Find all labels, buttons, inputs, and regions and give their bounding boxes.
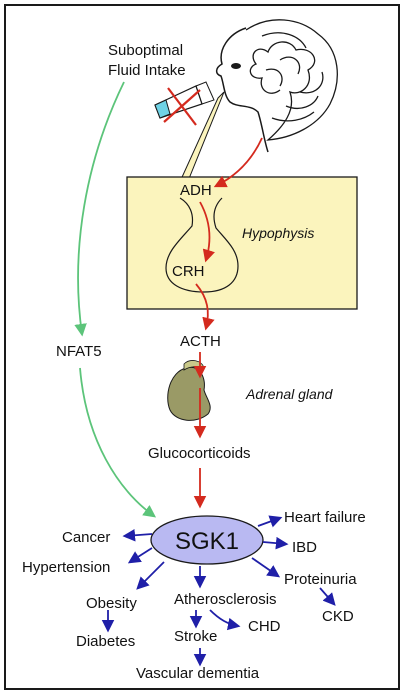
- arrow-nfat5-to-sgk1: [79, 367, 157, 518]
- outcome-proteinuria: Proteinuria: [284, 571, 357, 588]
- outcome-ibd: IBD: [292, 539, 317, 556]
- arrow-head-to-adh: [213, 137, 263, 188]
- glucocorticoids-label: Glucocorticoids: [148, 445, 251, 462]
- acth-label: ACTH: [180, 333, 221, 350]
- sgk1-node: [150, 515, 264, 565]
- nfat5-label: NFAT5: [56, 343, 102, 360]
- eye: [231, 63, 241, 69]
- arrow-sgk1-to-obesity: [136, 561, 165, 590]
- outcome-obesity: Obesity: [86, 595, 137, 612]
- pituitary-shape: [165, 197, 239, 293]
- crh-label: CRH: [172, 263, 205, 280]
- outcome-heart-failure: Heart failure: [284, 509, 366, 526]
- head-illustration: [177, 19, 338, 187]
- hypophysis-label: Hypophysis: [242, 225, 314, 241]
- adh-label: ADH: [180, 182, 212, 199]
- intake-label-line2: Fluid Intake: [108, 62, 186, 79]
- arrow-sgk1-to-proteinuria: [251, 557, 281, 578]
- intake-label-line1: Suboptimal: [108, 42, 183, 59]
- outer-frame: [4, 4, 400, 690]
- prohibition-cross-icon: [163, 87, 201, 126]
- arrow-sgk1-to-heart-failure: [257, 515, 283, 528]
- arrow-atherosclerosis-to-chd: [209, 609, 241, 631]
- arrow-proteinuria-to-ckd: [319, 587, 336, 606]
- sgk1-label: SGK1: [175, 528, 239, 555]
- outcome-atherosclerosis: Atherosclerosis: [174, 591, 277, 608]
- arrow-sgk1-to-cancer: [122, 528, 153, 542]
- outcome-hypertension: Hypertension: [22, 559, 110, 576]
- arrow-intake-to-nfat5: [74, 81, 125, 337]
- arrow-sgk1-to-hypertension: [127, 547, 153, 564]
- arrow-sgk1-to-ibd: [262, 536, 289, 550]
- hair-scribble: [245, 19, 338, 141]
- outcome-ckd: CKD: [322, 608, 354, 625]
- arrow-crh-to-acth: [195, 283, 215, 331]
- outcome-stroke: Stroke: [174, 628, 217, 645]
- arrow-adh-to-crh: [199, 201, 215, 263]
- adrenal-gland-label: Adrenal gland: [245, 386, 334, 402]
- outcome-chd: CHD: [248, 618, 281, 635]
- outcome-cancer: Cancer: [62, 529, 110, 546]
- outcome-vascular-dementia: Vascular dementia: [136, 665, 260, 682]
- head-outline: [215, 27, 269, 153]
- hypophysis-box: [126, 176, 358, 310]
- outcome-diabetes: Diabetes: [76, 633, 135, 650]
